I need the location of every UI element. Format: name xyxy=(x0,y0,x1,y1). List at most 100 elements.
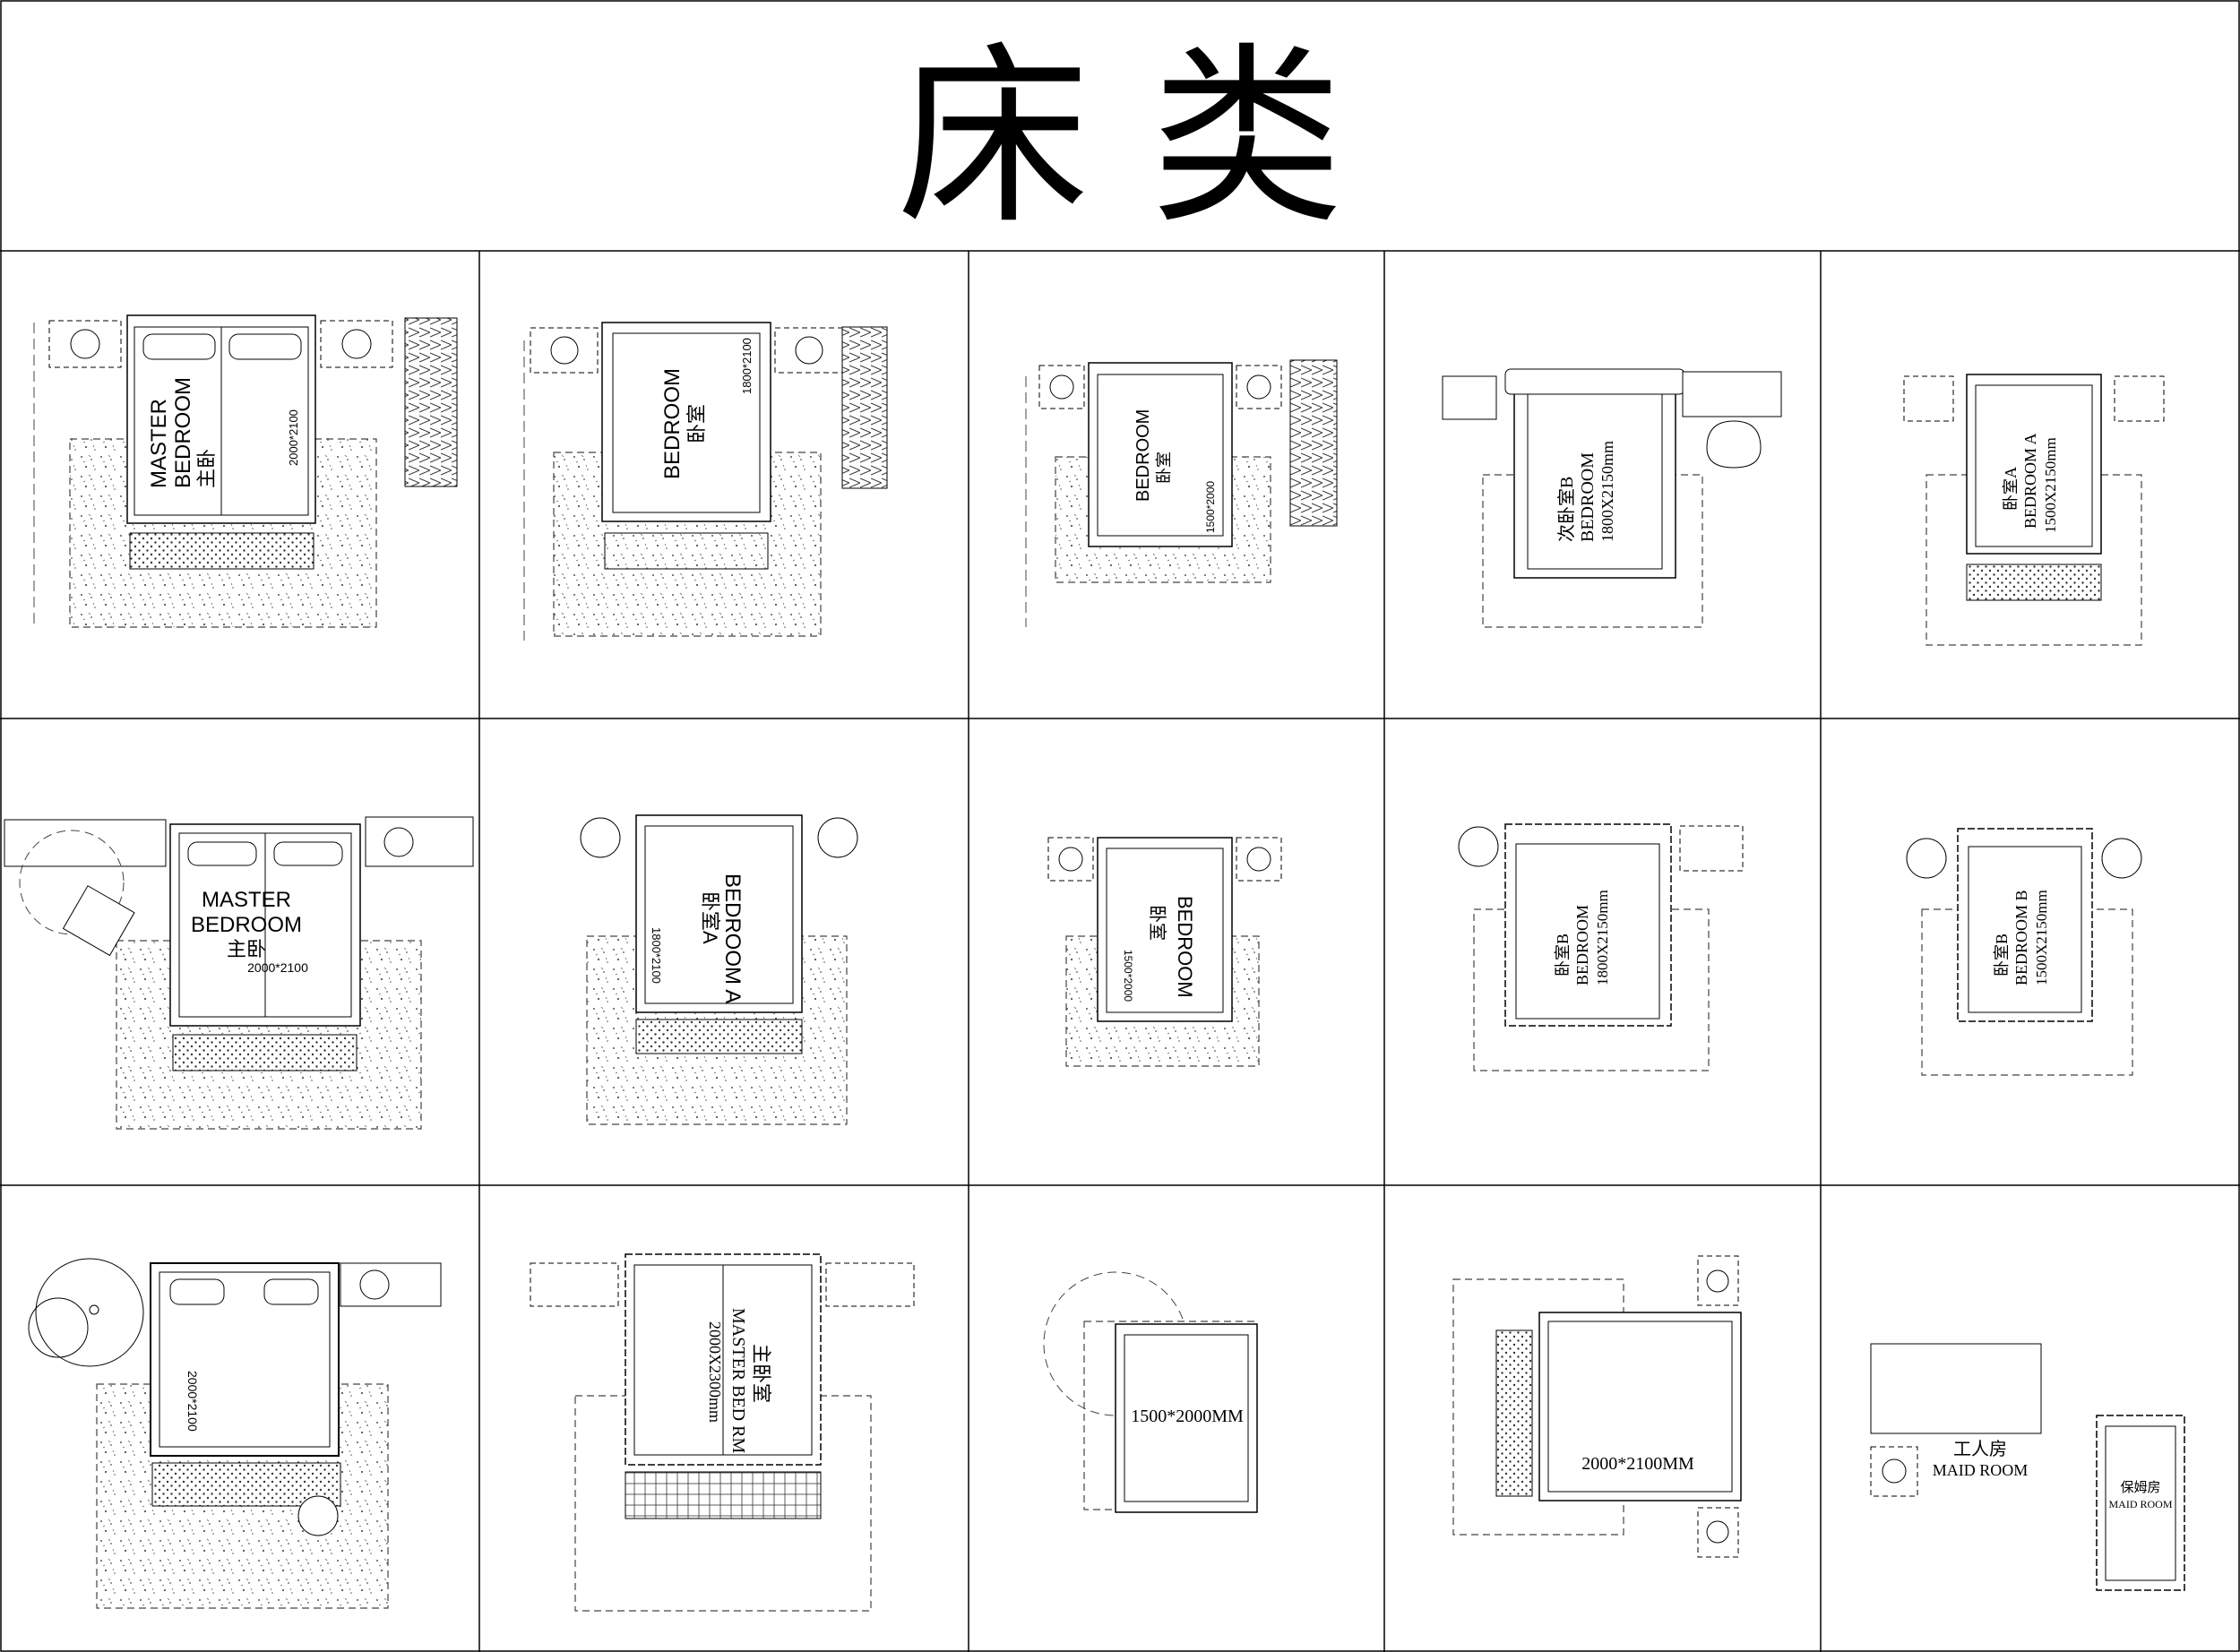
cell-2-4: 卧室B BEDROOM 1800X2150mm xyxy=(1458,823,1744,1071)
mattress xyxy=(1547,1321,1733,1493)
desk xyxy=(365,816,474,867)
pillow xyxy=(169,1278,225,1305)
bed-label: 保姆房 xyxy=(2120,1480,2160,1495)
desk xyxy=(340,1262,442,1307)
bed-label: 主卧 xyxy=(227,938,266,960)
bed-dimension: 1500*2000 xyxy=(1204,481,1217,533)
cell-3-1: 2000*2100 xyxy=(28,1258,442,1609)
lamp-icon xyxy=(1882,1458,1907,1484)
bench xyxy=(172,1034,358,1071)
bed-label: MASTER xyxy=(147,399,171,488)
bed-dimension: 2000*2100 xyxy=(287,409,300,466)
nightstand xyxy=(774,327,843,374)
chair xyxy=(1706,420,1762,469)
nightstand xyxy=(825,1262,915,1307)
cell-3-3: 1500*2000MM xyxy=(1043,1271,1258,1513)
lamp-icon xyxy=(383,827,414,857)
bench xyxy=(625,1471,822,1519)
round-table xyxy=(19,830,125,935)
bed-label: 1500X2150mm xyxy=(2042,437,2059,533)
pillow xyxy=(142,333,216,360)
room-label: 工人房 xyxy=(1953,1439,2007,1459)
bed-label: 卧室B xyxy=(1993,934,2011,977)
bed-label: 1500X2150mm xyxy=(2033,890,2050,985)
bed-label: BEDROOM xyxy=(171,377,195,488)
bed-label: 1800X2150mm xyxy=(1598,441,1616,542)
bed-label: 卧室 xyxy=(685,404,708,443)
bed-label: 主卧 xyxy=(195,449,218,488)
lamp-icon xyxy=(1058,847,1083,872)
lamp-icon xyxy=(550,336,579,365)
cell-2-3: BEDROOM 卧室 1500*2000 xyxy=(1047,837,1282,1067)
armchair xyxy=(62,885,135,957)
bed-label: 2000*2100MM xyxy=(1581,1454,1694,1474)
desk xyxy=(1870,1343,2042,1434)
bed-dimension: 1800*2100 xyxy=(740,338,754,394)
bed-label: 卧室A xyxy=(699,891,721,944)
lamp-icon xyxy=(1246,847,1271,872)
cell-3-5: 工人房 MAID ROOM 保姆房 MAID ROOM xyxy=(1870,1343,2185,1591)
bed-label: BEDROOM xyxy=(1573,905,1591,985)
bench xyxy=(129,532,314,570)
lamp-icon xyxy=(1049,374,1074,400)
lamp-icon xyxy=(795,336,823,365)
bench xyxy=(1966,564,2102,601)
bed-label: BEDROOM A xyxy=(2021,433,2039,529)
lamp-icon xyxy=(341,329,372,359)
mattress xyxy=(612,332,761,513)
bed-label: BEDROOM xyxy=(1578,452,1598,542)
bed-dimension: 1500*2000 xyxy=(1122,950,1134,1002)
desk xyxy=(1682,371,1782,417)
wardrobe xyxy=(404,317,458,487)
cell-2-5: 卧室B BEDROOM B 1500X2150mm xyxy=(1906,828,2142,1076)
lamp-icon xyxy=(817,817,858,858)
bench xyxy=(1495,1329,1533,1497)
bed-label: 主卧室 xyxy=(750,1344,772,1403)
bed-label: BEDROOM B xyxy=(2012,890,2030,985)
bed-label: 1800X2150mm xyxy=(1594,890,1611,985)
lamp-icon xyxy=(1246,374,1271,400)
cell-3-2: 主卧室 MASTER BED RM 2000X2300mm xyxy=(530,1253,915,1612)
cell-1-3: BEDROOM 卧室 1500*2000 xyxy=(1025,359,1338,627)
cell-2-1: MASTER BEDROOM 主卧 2000*2100 xyxy=(4,816,474,1130)
bed-label: 卧室 xyxy=(1155,452,1173,484)
nightstand xyxy=(2114,375,2165,422)
round-table xyxy=(35,1258,144,1367)
nightstand xyxy=(4,819,167,867)
page-title: 床 类 xyxy=(897,25,1343,250)
bed-label: 2000X2300mm xyxy=(706,1321,724,1423)
bed-label: 1500*2000MM xyxy=(1131,1407,1244,1426)
bed-label: BEDROOM xyxy=(191,913,302,937)
bench xyxy=(604,532,769,570)
cell-1-4: 次卧室B BEDROOM 1800X2150mm xyxy=(1442,368,1782,628)
cell-1-5: 卧室A BEDROOM A 1500X2150mm xyxy=(1903,374,2165,646)
bed-label: 卧室A xyxy=(2002,467,2020,511)
bench xyxy=(635,1019,803,1054)
bed-label: 卧室B xyxy=(1554,934,1572,977)
bed-dimension: 2000*2100 xyxy=(247,960,308,975)
pillow xyxy=(273,841,343,866)
bed-label: MASTER xyxy=(202,888,291,912)
mattress xyxy=(1124,1334,1249,1502)
headboard xyxy=(1504,368,1685,395)
lamp-icon xyxy=(1706,1269,1729,1293)
bed-label: BEDROOM xyxy=(660,368,685,479)
wardrobe xyxy=(1289,359,1338,527)
bed-label: 卧室 xyxy=(1147,905,1167,941)
pillow xyxy=(228,333,302,360)
pillow xyxy=(263,1278,319,1305)
lamp-icon xyxy=(359,1269,390,1300)
mattress xyxy=(1106,848,1224,1013)
bed-dimension: 1800*2100 xyxy=(650,927,663,984)
bed-label: MASTER BED RM xyxy=(728,1308,748,1453)
room-label: MAID ROOM xyxy=(1933,1461,2029,1479)
nightstand xyxy=(1679,825,1744,872)
cell-2-2: BEDROOM A 卧室A 1800*2100 xyxy=(580,814,858,1125)
pillow xyxy=(187,841,257,866)
bed-label: BEDROOM A xyxy=(720,873,745,1003)
cell-3-4: 2000*2100MM xyxy=(1452,1255,1742,1558)
lamp-icon xyxy=(2101,838,2142,879)
mattress xyxy=(1968,846,2082,1013)
